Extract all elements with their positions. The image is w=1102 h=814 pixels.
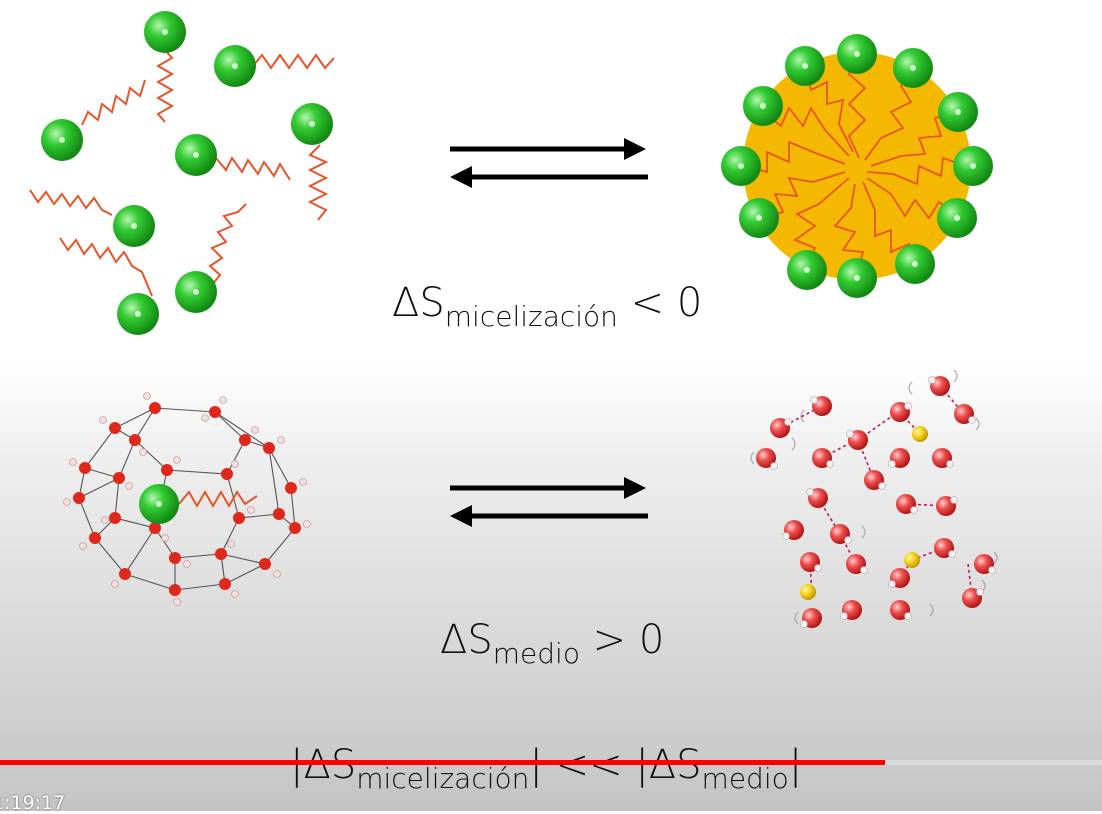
micellization-subscript: micelización (444, 300, 618, 333)
delta-s-symbol: ΔS (392, 280, 445, 326)
micellization-subscript: micelización (356, 762, 530, 795)
entropy-comparison-equation: |ΔSmicelización| << |ΔSmedio| (290, 742, 803, 795)
video-controls: 1:19:17 (0, 756, 1102, 814)
abs-close: | (788, 742, 803, 788)
much-less-than: | << |ΔS (529, 742, 702, 788)
medium-subscript: medio (492, 637, 580, 670)
delta-s-symbol: ΔS (440, 617, 493, 663)
less-than-zero: < 0 (617, 280, 703, 326)
greater-than-zero: > 0 (579, 617, 665, 663)
free-surfactants-illustration (29, 11, 335, 335)
current-time: 1:19:17 (0, 792, 66, 814)
medium-entropy-equation: ΔSmedio > 0 (440, 617, 665, 670)
equilibrium-arrows-top (450, 138, 648, 188)
progress-bar-played[interactable] (0, 760, 885, 765)
medium-subscript: medio (701, 762, 789, 795)
micelle-illustration (721, 34, 993, 298)
water-cage-illustration (63, 392, 311, 606)
micellization-entropy-equation: ΔSmicelización < 0 (392, 280, 703, 333)
equilibrium-arrows-bottom (450, 477, 648, 527)
free-water-illustration (750, 369, 998, 628)
abs-delta-s-open: |ΔS (290, 742, 357, 788)
